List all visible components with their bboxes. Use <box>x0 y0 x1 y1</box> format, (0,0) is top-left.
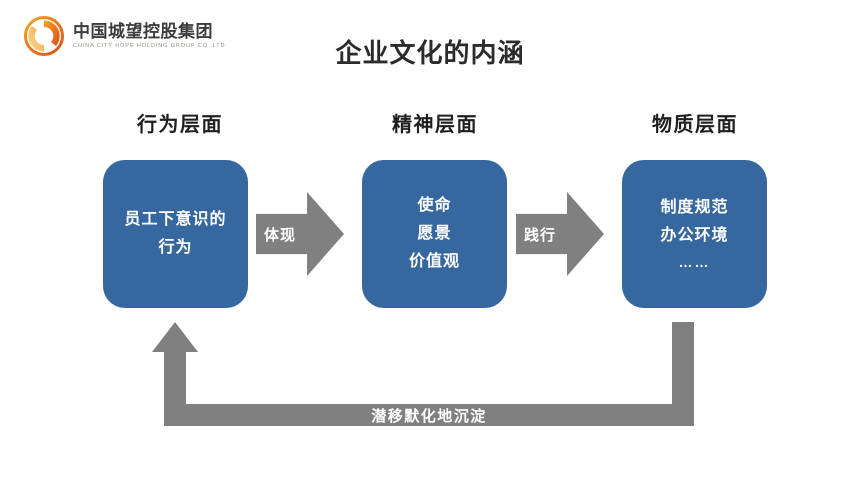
feedback-loop-label: 潜移默化地沉淀 <box>371 407 487 425</box>
concept-box-line: 制度规范 <box>660 198 729 216</box>
concept-box-line: 愿景 <box>417 225 452 242</box>
flow-arrow-label: 践行 <box>524 226 557 244</box>
concept-box-line: 办公环境 <box>660 226 729 244</box>
swirl-circle-logo-icon <box>24 16 64 56</box>
flow-arrow-embody-icon: 体现 <box>256 192 344 276</box>
flow-arrow-label: 体现 <box>264 226 297 244</box>
concept-box-line: 使命 <box>417 197 452 214</box>
page-title: 企业文化的内涵 <box>335 38 525 68</box>
concept-box-ellipsis: …… <box>678 253 711 270</box>
column-heading-spirit: 精神层面 <box>392 114 478 136</box>
flow-arrow-practice-icon: 践行 <box>516 192 604 276</box>
concept-box-line: 员工下意识的 <box>124 211 227 228</box>
concept-box-behavior[interactable]: 员工下意识的 行为 <box>103 160 248 308</box>
company-name-en: CHINA CITY HOPE HOLDING GROUP CO.,LTD <box>73 42 226 49</box>
company-name-cn: 中国城望控股集团 <box>73 21 213 41</box>
concept-box-material[interactable]: 制度规范 办公环境 …… <box>622 160 767 308</box>
column-heading-material: 物质层面 <box>652 114 738 136</box>
feedback-loop-right-stem <box>672 322 694 424</box>
logo-text-block: 中国城望控股集团 CHINA CITY HOPE HOLDING GROUP C… <box>73 23 225 50</box>
feedback-loop-bottom-bar <box>164 404 694 426</box>
concept-box-line: 价值观 <box>408 253 460 270</box>
concept-box-spirit[interactable]: 使命 愿景 价值观 <box>362 160 507 308</box>
column-heading-behavior: 行为层面 <box>137 114 223 136</box>
feedback-loop-left-stem <box>164 348 186 410</box>
company-logo: 中国城望控股集团 CHINA CITY HOPE HOLDING GROUP C… <box>24 16 225 56</box>
feedback-loop-arrowhead-up-icon <box>152 322 198 352</box>
concept-box-line: 行为 <box>158 239 193 256</box>
